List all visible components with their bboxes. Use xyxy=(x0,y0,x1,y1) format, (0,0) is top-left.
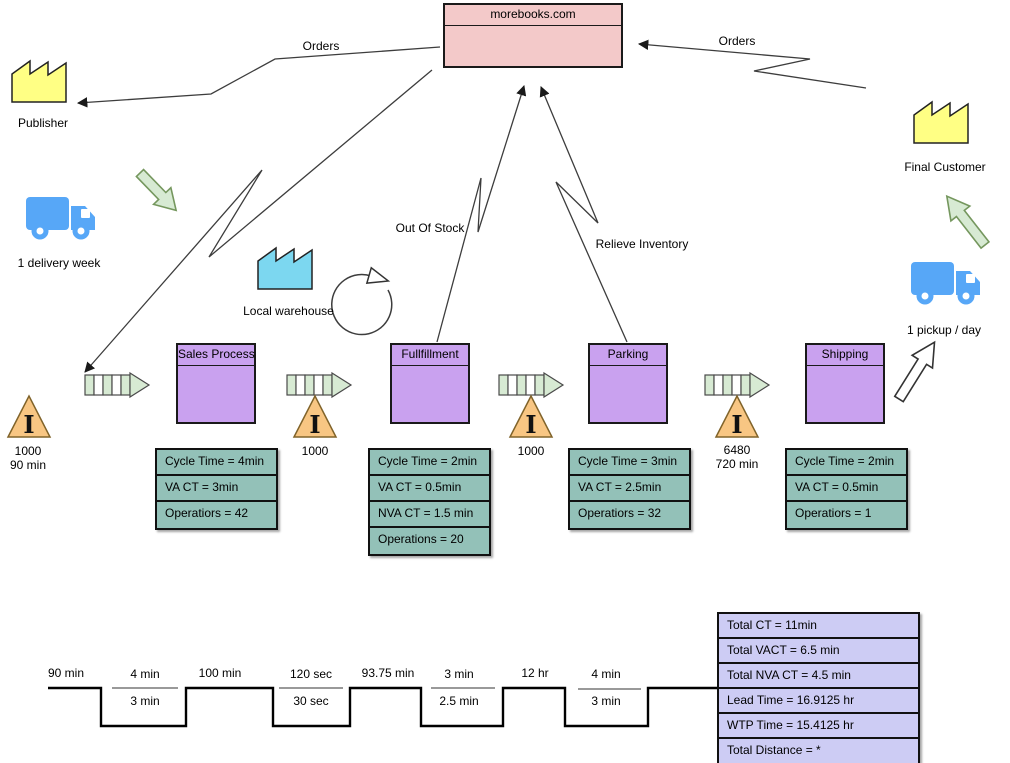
timeline-valley-1-bottom: 3 min xyxy=(130,694,160,708)
inventory-label-1: 1000 90 min xyxy=(0,444,61,472)
orders-left-arrow xyxy=(76,46,441,108)
inventory-time: 90 min xyxy=(9,458,47,472)
timeline-valley-2-bottom: 30 sec xyxy=(293,694,329,708)
process-title: Shipping xyxy=(807,345,883,366)
final-customer-label: Final Customer xyxy=(904,160,986,174)
process-box-sales: Sales Process xyxy=(176,343,256,424)
inventory-triangle-2-icon: I xyxy=(292,394,338,439)
out-of-stock-label: Out Of Stock xyxy=(395,221,465,235)
inventory-qty: 1000 xyxy=(14,444,42,458)
delivery-truck-icon xyxy=(26,197,95,240)
summary-table: Total CT = 11min Total VACT = 6.5 min To… xyxy=(717,612,920,763)
pickup-truck-icon xyxy=(911,262,980,305)
data-table-shipping: Cycle Time = 2min VA CT = 0.5min Operati… xyxy=(785,448,908,530)
summary-row: Lead Time = 16.9125 hr xyxy=(719,689,918,714)
striped-arrow-1-icon xyxy=(84,371,151,399)
timeline-high-label-3: 93.75 min xyxy=(361,666,415,680)
data-table-row: Operatiors = 42 xyxy=(165,506,249,520)
data-table-row: VA CT = 3min xyxy=(157,476,276,502)
inventory-label-3: 1000 xyxy=(498,444,564,458)
inventory-label-4: 6480 720 min xyxy=(704,443,770,471)
push-arrow-left-icon xyxy=(135,168,178,212)
striped-arrow-4-icon xyxy=(704,371,771,399)
data-table-row: VA CT = 0.5min xyxy=(787,476,906,502)
timeline-valley-3-bottom: 2.5 min xyxy=(439,694,479,708)
timeline-valley-1-top: 4 min xyxy=(130,667,160,681)
out-of-stock-arrow xyxy=(436,85,527,343)
data-table-fullfillment: Cycle Time = 2min VA CT = 0.5min NVA CT … xyxy=(368,448,491,556)
striped-arrow-2-icon xyxy=(286,371,353,399)
process-title: Parking xyxy=(590,345,666,366)
timeline-high-label-1: 90 min xyxy=(47,666,85,680)
warehouse-factory-icon xyxy=(257,246,313,290)
timeline-valley-4-top: 4 min xyxy=(591,667,621,681)
delivery-frequency-label: 1 delivery week xyxy=(17,256,101,270)
orders-right-label: Orders xyxy=(718,34,756,48)
process-box-shipping: Shipping xyxy=(805,343,885,424)
data-table-row: Cycle Time = 4min xyxy=(157,450,276,476)
final-customer-factory-icon xyxy=(913,100,969,144)
summary-row: Total NVA CT = 4.5 min xyxy=(719,664,918,689)
inventory-triangle-4-icon: I xyxy=(714,394,760,439)
timeline-high-label-4: 12 hr xyxy=(521,666,549,680)
pickup-frequency-label: 1 pickup / day xyxy=(906,323,982,337)
inventory-triangle-3-icon: I xyxy=(508,394,554,439)
data-table-sales: Cycle Time = 4min VA CT = 3min Operatior… xyxy=(155,448,278,530)
loop-arrow-icon xyxy=(331,266,393,336)
timeline-valley-4-bottom: 3 min xyxy=(591,694,621,708)
process-title: Sales Process xyxy=(178,345,255,366)
data-table-row: Operatiors = 1 xyxy=(795,506,872,520)
inventory-i-glyph: I xyxy=(731,410,742,439)
data-table-row: Operatiors = 32 xyxy=(578,506,662,520)
data-table-row: VA CT = 0.5min xyxy=(370,476,489,502)
inventory-qty: 1000 xyxy=(517,444,545,458)
data-table-row: Cycle Time = 2min xyxy=(370,450,489,476)
orders-left-label: Orders xyxy=(302,39,340,53)
inventory-i-glyph: I xyxy=(525,410,536,439)
ship-arrow-icon xyxy=(893,340,936,403)
summary-row: Total Distance = * xyxy=(727,743,821,757)
data-table-row: Cycle Time = 3min xyxy=(570,450,689,476)
push-arrow-right-icon xyxy=(945,194,991,250)
portal-title: morebooks.com xyxy=(445,5,621,26)
data-table-parking: Cycle Time = 3min VA CT = 2.5min Operati… xyxy=(568,448,691,530)
data-table-row: Operations = 20 xyxy=(378,532,464,546)
relieve-inventory-label: Relieve Inventory xyxy=(595,237,689,251)
process-title: Fullfillment xyxy=(392,345,468,366)
timeline-valley-3-top: 3 min xyxy=(444,667,474,681)
inventory-i-glyph: I xyxy=(309,410,320,439)
inventory-label-2: 1000 xyxy=(282,444,348,458)
summary-row: Total VACT = 6.5 min xyxy=(719,639,918,664)
striped-arrow-3-icon xyxy=(498,371,565,399)
summary-row: Total CT = 11min xyxy=(719,614,918,639)
portal-box: morebooks.com xyxy=(443,3,623,68)
publisher-label: Publisher xyxy=(17,116,69,130)
timeline-valley-2-top: 120 sec xyxy=(289,667,333,681)
orders-to-inventory-arrow xyxy=(84,69,433,373)
process-box-parking: Parking xyxy=(588,343,668,424)
data-table-row: Cycle Time = 2min xyxy=(787,450,906,476)
timeline-ladder xyxy=(48,686,718,728)
orders-right-arrow xyxy=(637,39,867,89)
process-box-fullfillment: Fullfillment xyxy=(390,343,470,424)
data-table-row: NVA CT = 1.5 min xyxy=(370,502,489,528)
timeline-fraction-bars xyxy=(112,687,641,690)
timeline-high-label-2: 100 min xyxy=(198,666,242,680)
inventory-qty: 1000 xyxy=(301,444,329,458)
inventory-time: 720 min xyxy=(715,457,759,471)
publisher-factory-icon xyxy=(11,59,67,103)
relieve-inventory-arrow xyxy=(539,86,628,343)
local-warehouse-label: Local warehouse xyxy=(243,304,334,318)
data-table-row: VA CT = 2.5min xyxy=(570,476,689,502)
summary-row: WTP Time = 15.4125 hr xyxy=(719,714,918,739)
inventory-triangle-1-icon: I xyxy=(6,394,52,439)
inventory-qty: 6480 xyxy=(723,443,751,457)
inventory-i-glyph: I xyxy=(23,410,34,439)
